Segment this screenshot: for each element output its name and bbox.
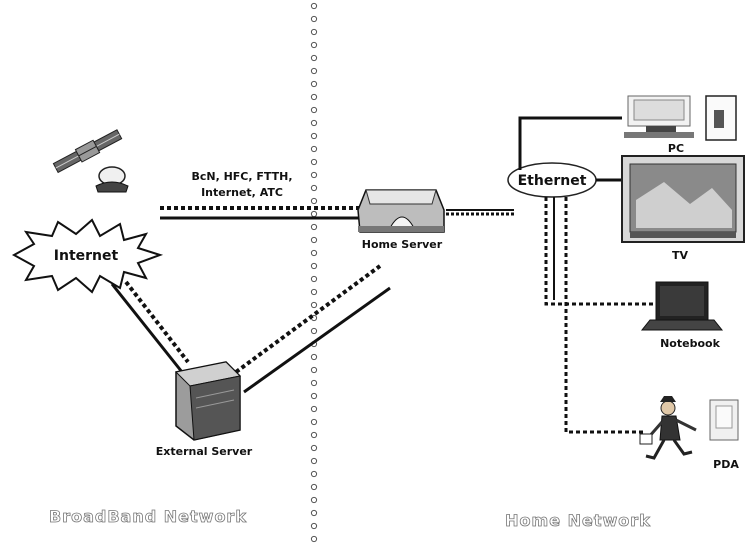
divider-dot — [311, 237, 316, 242]
divider-dot — [311, 211, 316, 216]
divider-dot — [311, 523, 316, 528]
divider-dot — [311, 94, 316, 99]
divider-dot — [311, 289, 316, 294]
divider-dot — [311, 146, 316, 151]
pda-user-icon — [640, 396, 738, 458]
external-server-icon — [176, 362, 240, 440]
broadband-network-label: BroadBand Network — [49, 507, 247, 526]
divider-dot — [311, 406, 316, 411]
divider-dot — [311, 107, 316, 112]
divider-dot — [311, 302, 316, 307]
divider-dot — [311, 29, 316, 34]
divider-dot — [311, 42, 316, 47]
networks-label-line2: Internet, ATC — [201, 186, 283, 199]
divider-dot — [311, 471, 316, 476]
divider-dot — [311, 250, 316, 255]
tv-label: TV — [672, 249, 689, 262]
home-server-label: Home Server — [362, 238, 443, 251]
notebook-label: Notebook — [660, 337, 720, 350]
divider-dot — [311, 55, 316, 60]
networks-label-line1: BcN, HFC, FTTH, — [191, 170, 292, 183]
divider-dot — [311, 224, 316, 229]
divider-dot — [311, 276, 316, 281]
home-server-icon — [358, 190, 444, 232]
divider-dot — [311, 380, 316, 385]
divider-dot — [311, 354, 316, 359]
divider-dot — [311, 159, 316, 164]
divider-dot — [311, 419, 316, 424]
external-server-label: External Server — [156, 445, 253, 458]
network-divider — [311, 3, 316, 541]
divider-dot — [311, 484, 316, 489]
divider-dot — [311, 120, 316, 125]
tv-icon — [622, 156, 744, 242]
divider-dot — [311, 16, 316, 21]
satellite-dish-icon — [96, 167, 128, 192]
divider-dot — [311, 367, 316, 372]
divider-dot — [311, 198, 316, 203]
pc-icon — [624, 96, 736, 140]
ethernet-label: Ethernet — [518, 173, 587, 189]
pda-label: PDA — [713, 458, 739, 471]
divider-dot — [311, 393, 316, 398]
divider-dot — [311, 458, 316, 463]
divider-dot — [311, 510, 316, 515]
notebook-icon — [642, 282, 722, 330]
divider-dot — [311, 328, 316, 333]
pc-label: PC — [668, 142, 684, 155]
internet-label: Internet — [54, 248, 119, 264]
divider-dot — [311, 497, 316, 502]
divider-dot — [311, 445, 316, 450]
home-network-label: Home Network — [505, 511, 651, 530]
divider-dot — [311, 432, 316, 437]
divider-dot — [311, 3, 316, 8]
divider-dot — [311, 263, 316, 268]
divider-dot — [311, 172, 316, 177]
divider-dot — [311, 133, 316, 138]
divider-dot — [311, 68, 316, 73]
divider-dot — [311, 536, 316, 541]
divider-dot — [311, 185, 316, 190]
divider-dot — [311, 81, 316, 86]
